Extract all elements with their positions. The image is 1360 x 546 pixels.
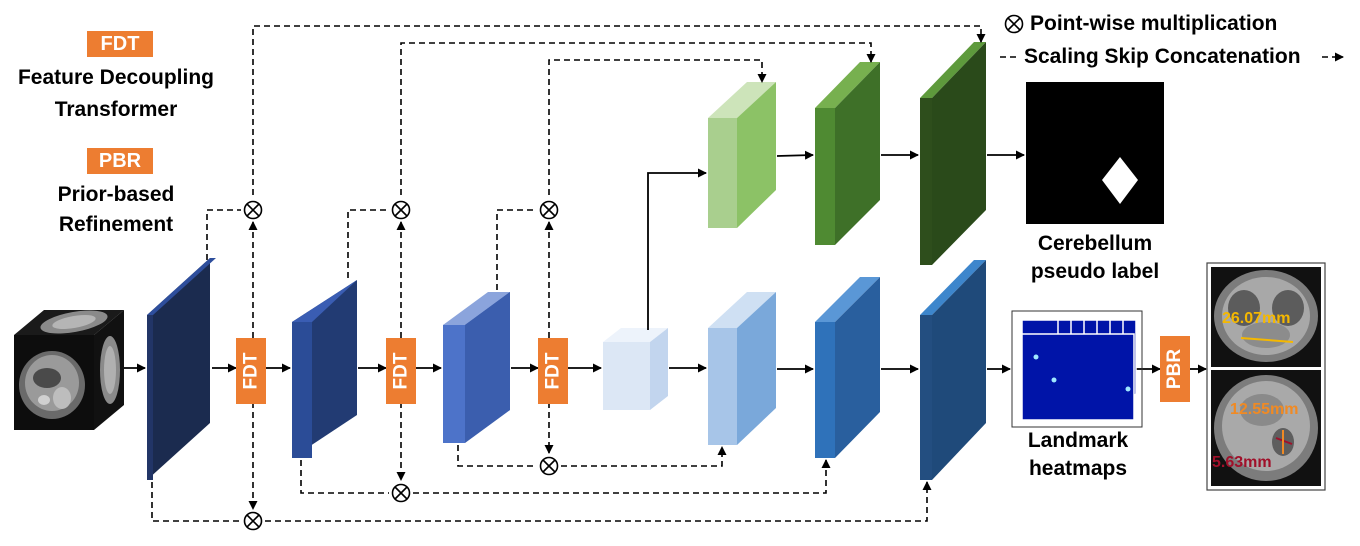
pbr-legend-desc-2: Refinement bbox=[58, 213, 174, 236]
landmark-decoder-block-2 bbox=[815, 277, 880, 458]
skip-connection-lines bbox=[151, 25, 986, 522]
measurement-1: 26.07mm bbox=[1222, 310, 1291, 327]
multiply-legend-icon bbox=[1004, 14, 1024, 34]
encoder-block-3 bbox=[443, 292, 510, 443]
encoder-block-2 bbox=[292, 280, 357, 458]
encoder-block-1 bbox=[147, 258, 216, 480]
pbr-block: PBR bbox=[1160, 336, 1190, 402]
input-mri-volume bbox=[14, 310, 124, 430]
multiply-node bbox=[391, 483, 411, 503]
measurement-3: 5.63mm bbox=[1212, 454, 1272, 471]
scaling-skip-legend-text: Scaling Skip Concatenation bbox=[1024, 45, 1301, 68]
cerebellum-caption-1: Cerebellum bbox=[1037, 232, 1153, 255]
fdt-legend-tag: FDT bbox=[87, 31, 153, 57]
fdt-legend-desc-1: Feature Decoupling bbox=[17, 66, 215, 89]
landmark-decoder-block-1 bbox=[708, 292, 776, 445]
landmark-decoder-block-3 bbox=[920, 260, 986, 480]
segmentation-decoder-block-3 bbox=[920, 42, 986, 265]
pbr-legend-desc-1: Prior-based bbox=[57, 183, 175, 206]
landmark-caption-1: Landmark bbox=[1027, 429, 1129, 452]
landmark-heatmaps-stack bbox=[1011, 310, 1143, 428]
multiply-node bbox=[539, 456, 559, 476]
multiply-node bbox=[243, 200, 263, 220]
pointwise-multiply-nodes bbox=[243, 14, 1024, 531]
multiply-node bbox=[539, 200, 559, 220]
result-mri-bottom bbox=[1214, 375, 1318, 481]
landmark-caption-2: heatmaps bbox=[1028, 457, 1128, 480]
fdt-block-2: FDT bbox=[386, 338, 416, 404]
bottleneck-block bbox=[603, 328, 668, 410]
fdt-block-1: FDT bbox=[236, 338, 266, 404]
fdt-block-3: FDT bbox=[538, 338, 568, 404]
segmentation-decoder-block-2 bbox=[815, 62, 880, 245]
measurement-2: 12.55mm bbox=[1230, 401, 1299, 418]
result-mri-top bbox=[1214, 270, 1318, 362]
multiply-node bbox=[243, 511, 263, 531]
cerebellum-caption-2: pseudo label bbox=[1030, 260, 1160, 283]
segmentation-decoder-block-1 bbox=[708, 82, 776, 228]
multiply-node bbox=[391, 200, 411, 220]
pbr-legend-tag: PBR bbox=[87, 148, 153, 174]
fdt-legend-desc-2: Transformer bbox=[54, 98, 178, 121]
cerebellum-pseudo-label-image bbox=[1026, 82, 1164, 224]
main-flow-arrows bbox=[124, 150, 1207, 374]
pointwise-legend-text: Point-wise multiplication bbox=[1030, 12, 1278, 35]
